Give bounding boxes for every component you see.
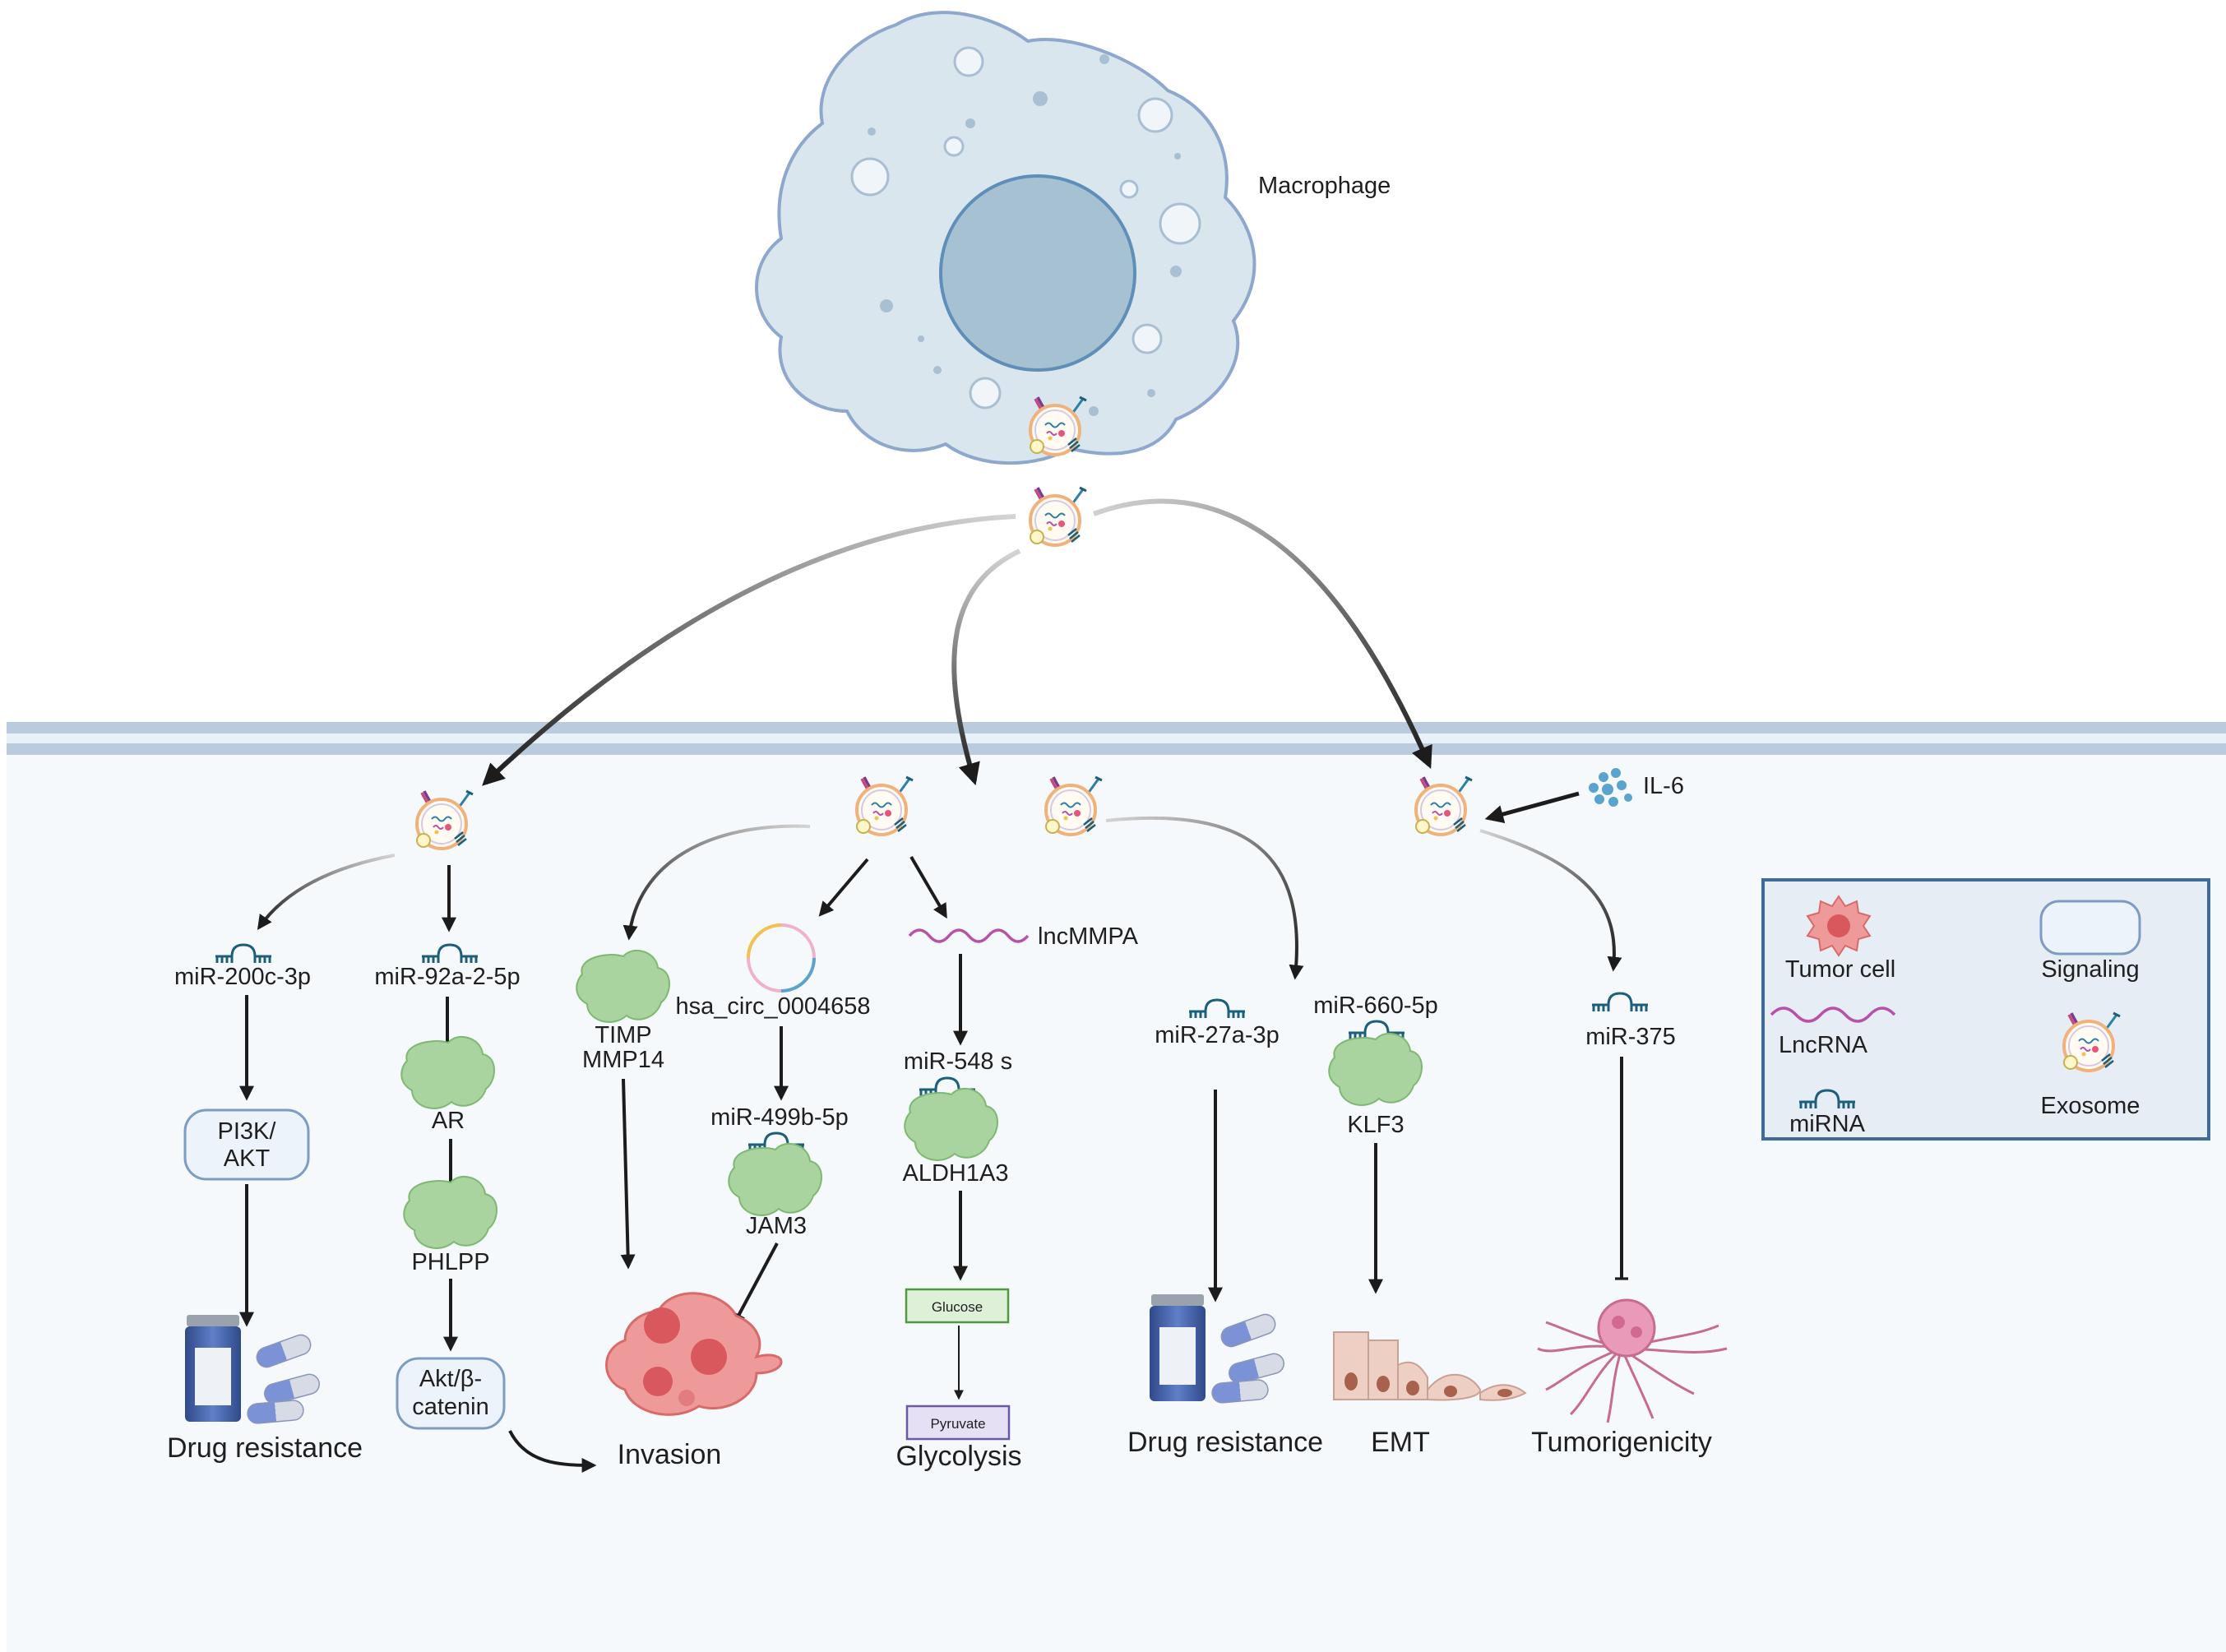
mir-375-label: miR-375 [1585,1024,1676,1050]
protein-icon [576,949,670,1023]
pyruvate-box [905,1404,1011,1441]
glucose-label: Glucose [932,1299,983,1315]
mir-200c-3p-label: miR-200c-3p [174,964,311,990]
mir-548s-label: miR-548 s [904,1048,1012,1075]
legend-tumor-cell-label: Tumor cell [1785,956,1895,983]
arrow-timp-to-invasion [620,1078,636,1270]
arrow-to-mir27a [1105,816,1304,980]
il6-cytokine-icon [1589,768,1632,807]
phlpp-label: PHLPP [411,1249,489,1275]
drug-resistance-left-label: Drug resistance [167,1432,363,1464]
exosome-icon [1414,775,1474,836]
exosome-icon [1029,396,1088,456]
invasion-label: Invasion [618,1439,722,1470]
mir-92a-2-5p-label: miR-92a-2-5p [374,964,520,990]
exosome-legend-icon [2062,1011,2122,1072]
arrow-to-circrna [818,858,869,917]
arrow-to-lncmmpa [909,855,947,919]
arrow-to-right-exosome [1092,498,1432,769]
inhibit-invasion [732,1242,779,1321]
hsa-circ-label: hsa_circ_0004658 [675,993,870,1020]
mir-499b-5p-label: miR-499b-5p [710,1104,849,1131]
tumor-cells-invasion-icon [605,1292,783,1416]
emt-label: EMT [1371,1427,1430,1458]
legend-signaling-label: Signaling [2041,956,2139,983]
jam3-label: JAM3 [746,1213,807,1239]
timp-label: TIMP [595,1022,651,1048]
klf3-label: KLF3 [1347,1112,1404,1138]
arrow-to-mir200c [257,854,396,930]
exosome-icon [855,775,914,836]
macrophage-label: Macrophage [1258,173,1391,199]
drug-resistance-right-label: Drug resistance [1127,1427,1323,1458]
aldh1a3-label: ALDH1A3 [903,1160,1009,1187]
signaling-legend-icon [2039,900,2141,956]
arrow-to-invasion [508,1430,597,1473]
akt-label: AKT [224,1145,271,1172]
arrow-to-left-exosome [482,514,1016,786]
akt-catenin-signaling-box [396,1357,506,1430]
exosome-icon [415,789,474,850]
glycolysis-label: Glycolysis [895,1441,1021,1472]
pi3k-label: PI3K/ [218,1118,277,1145]
pi3k-akt-signaling-box [183,1108,310,1181]
tumorigenicity-label: Tumorigenicity [1531,1427,1712,1458]
arrow-to-timp [622,824,811,941]
arrow-to-mir375 [1479,829,1622,972]
il6-arrow [1484,791,1580,824]
legend-lncrna-label: LncRNA [1779,1032,1868,1058]
arrow-to-center-exosome [951,548,1021,786]
protein-icon [403,1175,497,1249]
protein-icon [728,1142,822,1216]
protein-icon [1328,1032,1423,1106]
lncrna-legend-icon [1770,1006,1896,1023]
tumor-cell-legend-icon [1806,895,1872,957]
mir-27a-3p-label: miR-27a-3p [1155,1022,1280,1048]
catenin-label: catenin [412,1394,489,1420]
il6-label: IL-6 [1643,773,1684,799]
emt-cells-icon [1333,1331,1527,1401]
legend-exosome-label: Exosome [2041,1093,2140,1119]
nucleus [939,174,1136,372]
protein-icon [904,1087,998,1161]
exosome-icon [1029,486,1088,547]
mmp14-label: MMP14 [582,1047,664,1073]
lncrna-icon [908,928,1030,943]
cell-membrane [7,722,2226,755]
protein-icon [400,1035,495,1109]
tumorigenicity-icon [1537,1298,1728,1423]
akt-beta-label: Akt/β- [419,1366,482,1392]
legend: Tumor cell Signaling LncRNA Exosome miRN… [1761,878,2210,1141]
pyruvate-label: Pyruvate [930,1416,985,1432]
ar-label: AR [432,1108,465,1134]
macrophage-cell [755,11,1256,465]
lncmmpa-label: lncMMPA [1038,923,1139,950]
glucose-box [905,1288,1010,1324]
legend-mirna-label: miRNA [1789,1111,1865,1137]
mir-660-5p-label: miR-660-5p [1313,993,1438,1019]
exosome-icon [1044,775,1104,836]
